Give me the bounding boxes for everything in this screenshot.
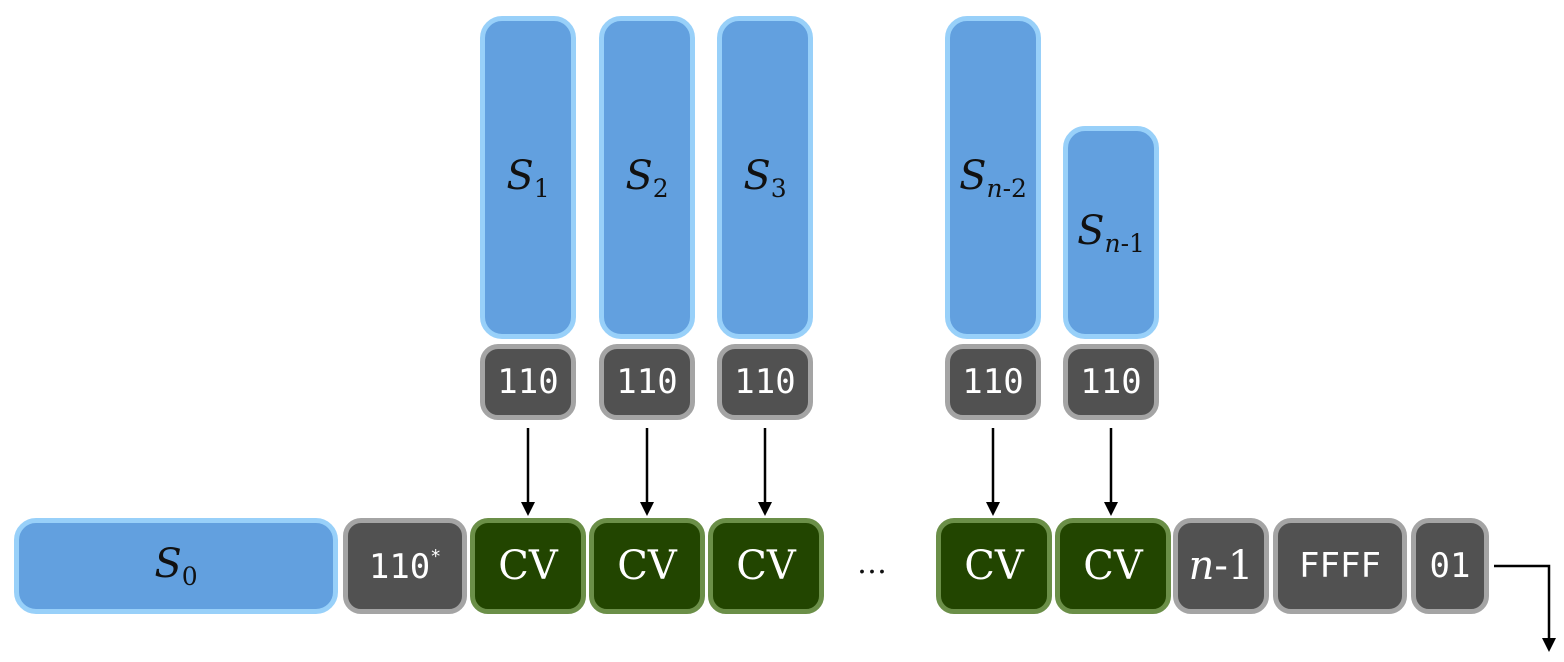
subblock-s1-tag: 110 — [480, 344, 576, 420]
cv-3: CV — [708, 518, 824, 614]
subblock-s3: S3 — [717, 16, 813, 339]
subblock-sn-1-label: Sn-1 — [1077, 207, 1145, 258]
count-n-1: n-1 — [1173, 518, 1269, 614]
arrow-output — [1494, 564, 1551, 640]
subblock-sn-1: Sn-1 — [1063, 126, 1159, 339]
subblock-s1: S1 — [480, 16, 576, 339]
subblock-s2-tag: 110 — [599, 344, 695, 420]
subblock-s3-label: S3 — [743, 152, 787, 203]
subblock-s1-label: S1 — [506, 152, 550, 203]
subblock-sn-2-label: Sn-2 — [959, 152, 1027, 203]
block-s0: S0 — [14, 518, 338, 614]
block-s0-label: S0 — [154, 541, 198, 591]
cv-n-2: CV — [936, 518, 1052, 614]
subblock-sn-1-tag: 110 — [1063, 344, 1159, 420]
subblock-s2-label: S2 — [625, 152, 669, 203]
cv-2: CV — [589, 518, 705, 614]
terminator-ffff: FFFF — [1273, 518, 1407, 614]
subblock-s3-tag: 110 — [717, 344, 813, 420]
subblock-sn-2: Sn-2 — [945, 16, 1041, 339]
tag-110-star: 110* — [343, 518, 467, 614]
suffix-01: 01 — [1411, 518, 1489, 614]
cv-n-1: CV — [1055, 518, 1171, 614]
cv-1: CV — [470, 518, 586, 614]
subblock-s2: S2 — [599, 16, 695, 339]
subblock-sn-2-tag: 110 — [945, 344, 1041, 420]
ellipsis: … — [857, 546, 887, 581]
